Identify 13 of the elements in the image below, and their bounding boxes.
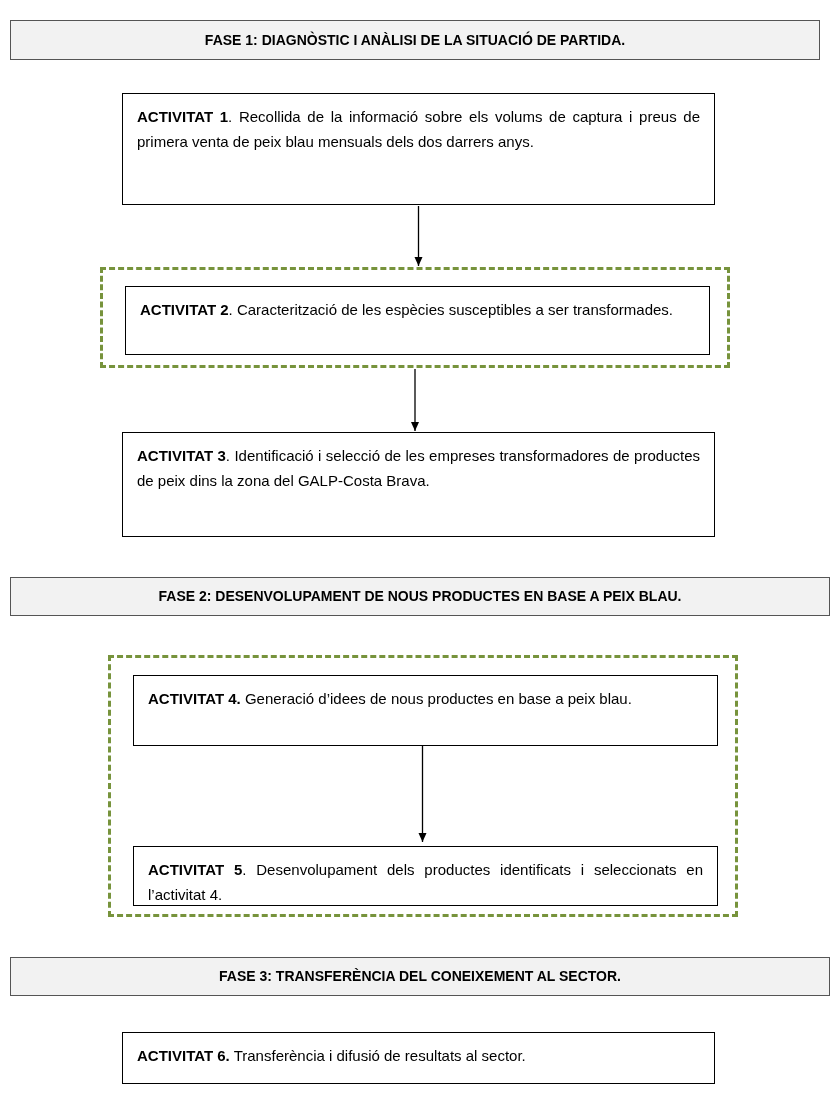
- phase-banner: FASE 2: DESENVOLUPAMENT DE NOUS PRODUCTES EN BASE A PEIX BLAU.: [10, 577, 830, 616]
- activity-box: ACTIVITAT 1. Recollida de la informació sobre els volums de captura i preus de primera venta de peix blau mensuals dels dos darrers anys.: [122, 93, 715, 205]
- activity-box: ACTIVITAT 4. Generació d’idees de nous productes en base a peix blau.: [133, 675, 718, 746]
- phase-banner: FASE 3: TRANSFERÈNCIA DEL CONEIXEMENT AL SECTOR.: [10, 957, 830, 996]
- activity-box: ACTIVITAT 2. Caracterització de les espècies susceptibles a ser transformades.: [125, 286, 710, 355]
- dashed-group-frame: [108, 655, 738, 917]
- phase-banner: FASE 1: DIAGNÒSTIC I ANÀLISI DE LA SITUACIÓ DE PARTIDA.: [10, 20, 820, 60]
- arrow: [414, 205, 423, 267]
- activity-box: ACTIVITAT 3. Identificació i selecció de les empreses transformadores de productes de peix dins la zona del GALP-Costa Brava.: [122, 432, 715, 537]
- dashed-group-frame: [100, 267, 730, 368]
- activity-box: ACTIVITAT 5. Desenvolupament dels productes identificats i seleccionats en l’activitat 4.: [133, 846, 718, 906]
- arrow: [411, 368, 419, 432]
- activity-box: ACTIVITAT 6. Transferència i difusió de resultats al sector.: [122, 1032, 715, 1084]
